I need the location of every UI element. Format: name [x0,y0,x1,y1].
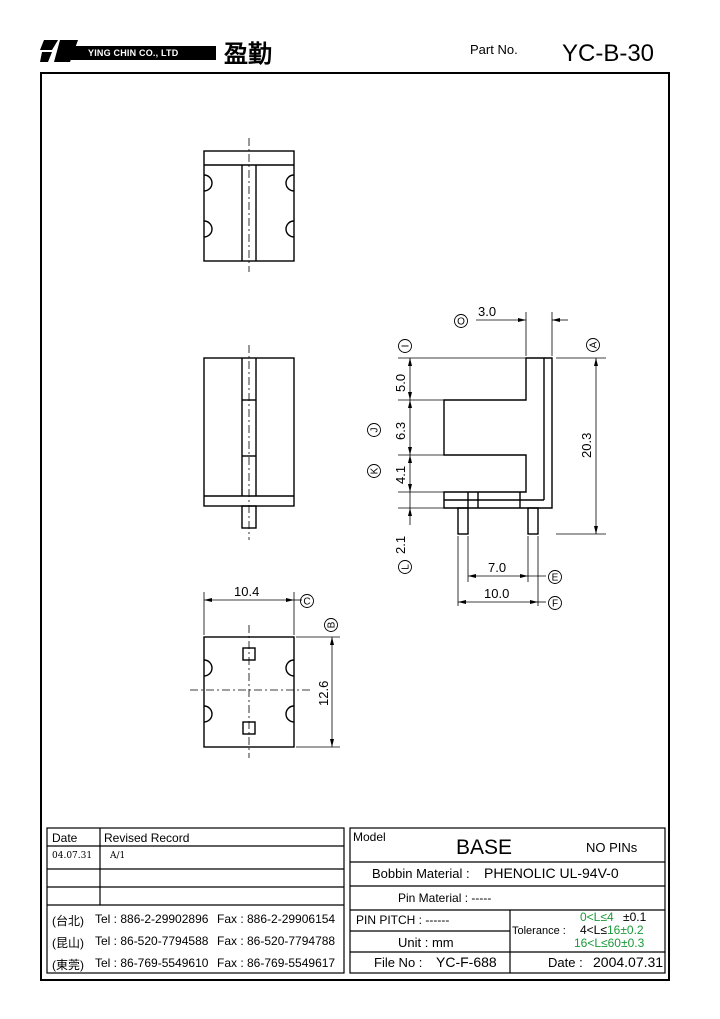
pin-pitch: PIN PITCH : ------ [356,913,450,927]
technical-drawing: 3.0 5.0 6.3 4.1 2.1 20.3 7.0 10.0 10.4 1… [190,138,606,758]
marker-k: K [367,464,381,478]
company-name-cn: 盈勤 [224,39,272,68]
marker-l: L [398,560,412,574]
contact-fax: Fax : 886-2-29906154 [217,912,336,926]
tolerance-label: Tolerance : [512,925,566,937]
file-number-value: YC-F-688 [436,954,497,970]
dim-10-0: 10.0 [484,586,509,601]
contact-tel: Tel : 886-2-29902896 [95,912,209,926]
svg-text:L: L [401,564,412,570]
contact-tel: Tel : 86-769-5549610 [95,956,209,970]
model-label: Model [353,830,386,844]
svg-text:E: E [552,573,559,584]
dim-20-3: 20.3 [579,433,594,458]
svg-text:J: J [370,428,381,433]
file-number-label: File No : [374,955,423,970]
part-number-label: Part No. [470,42,518,57]
dim-2-1: 2.1 [393,536,408,554]
revision-date-header: Date [52,831,78,845]
dim-12-6: 12.6 [316,681,331,706]
revision-row-record: A/1 [110,851,126,861]
svg-text:O: O [457,317,465,328]
date-label: Date : [548,955,583,970]
marker-c: C [300,594,314,608]
bobbin-material-value: PHENOLIC UL-94V-0 [484,865,619,881]
svg-text:K: K [370,467,381,474]
part-number: YC-B-30 [562,40,655,67]
contact-city: (東莞) [52,958,84,972]
marker-o: O [454,314,468,328]
dim-7-0: 7.0 [488,560,506,575]
bobbin-material-label: Bobbin Material : [372,866,470,881]
unit: Unit : mm [398,935,454,950]
dim-5-0: 5.0 [393,374,408,392]
marker-i: I [398,339,412,353]
company-name-en: YING CHIN CO., LTD [66,46,216,60]
svg-text:F: F [552,599,558,610]
bottom-view [203,636,295,748]
side-view [443,357,553,535]
svg-text:I: I [401,345,412,348]
tolerance-row: 16<L≤60±0.3 [574,936,645,950]
pin-material: Pin Material : ----- [398,891,492,905]
contact-fax: Fax : 86-769-5549617 [217,956,336,970]
contact-tel: Tel : 86-520-7794588 [95,934,209,948]
dim-10-4: 10.4 [234,584,259,599]
drawing-frame [40,72,670,981]
pins-value: NO PINs [586,840,638,855]
date-value: 2004.07.31 [593,954,664,970]
marker-a: A [586,338,600,352]
contact-city: (昆山) [52,936,84,950]
contact-fax: Fax : 86-520-7794788 [217,934,336,948]
dim-6-3: 6.3 [393,422,408,440]
tolerance-row: 0<L≤4 ±0.1 [580,910,647,924]
svg-text:C: C [303,597,310,608]
svg-text:A: A [589,341,600,348]
model-value: BASE [456,836,513,859]
revision-record-header: Revised Record [104,831,190,845]
marker-j: J [367,423,381,437]
marker-e: E [548,570,562,584]
dim-4-1: 4.1 [393,466,408,484]
marker-b: B [324,618,338,632]
revision-row-date: 04.07.31 [52,851,93,861]
marker-f: F [548,596,562,610]
svg-text:B: B [327,621,338,628]
contact-city: (台北) [52,914,84,928]
tolerance-row: 4<L≤16±0.2 [580,923,644,937]
dim-3-0: 3.0 [478,304,496,319]
